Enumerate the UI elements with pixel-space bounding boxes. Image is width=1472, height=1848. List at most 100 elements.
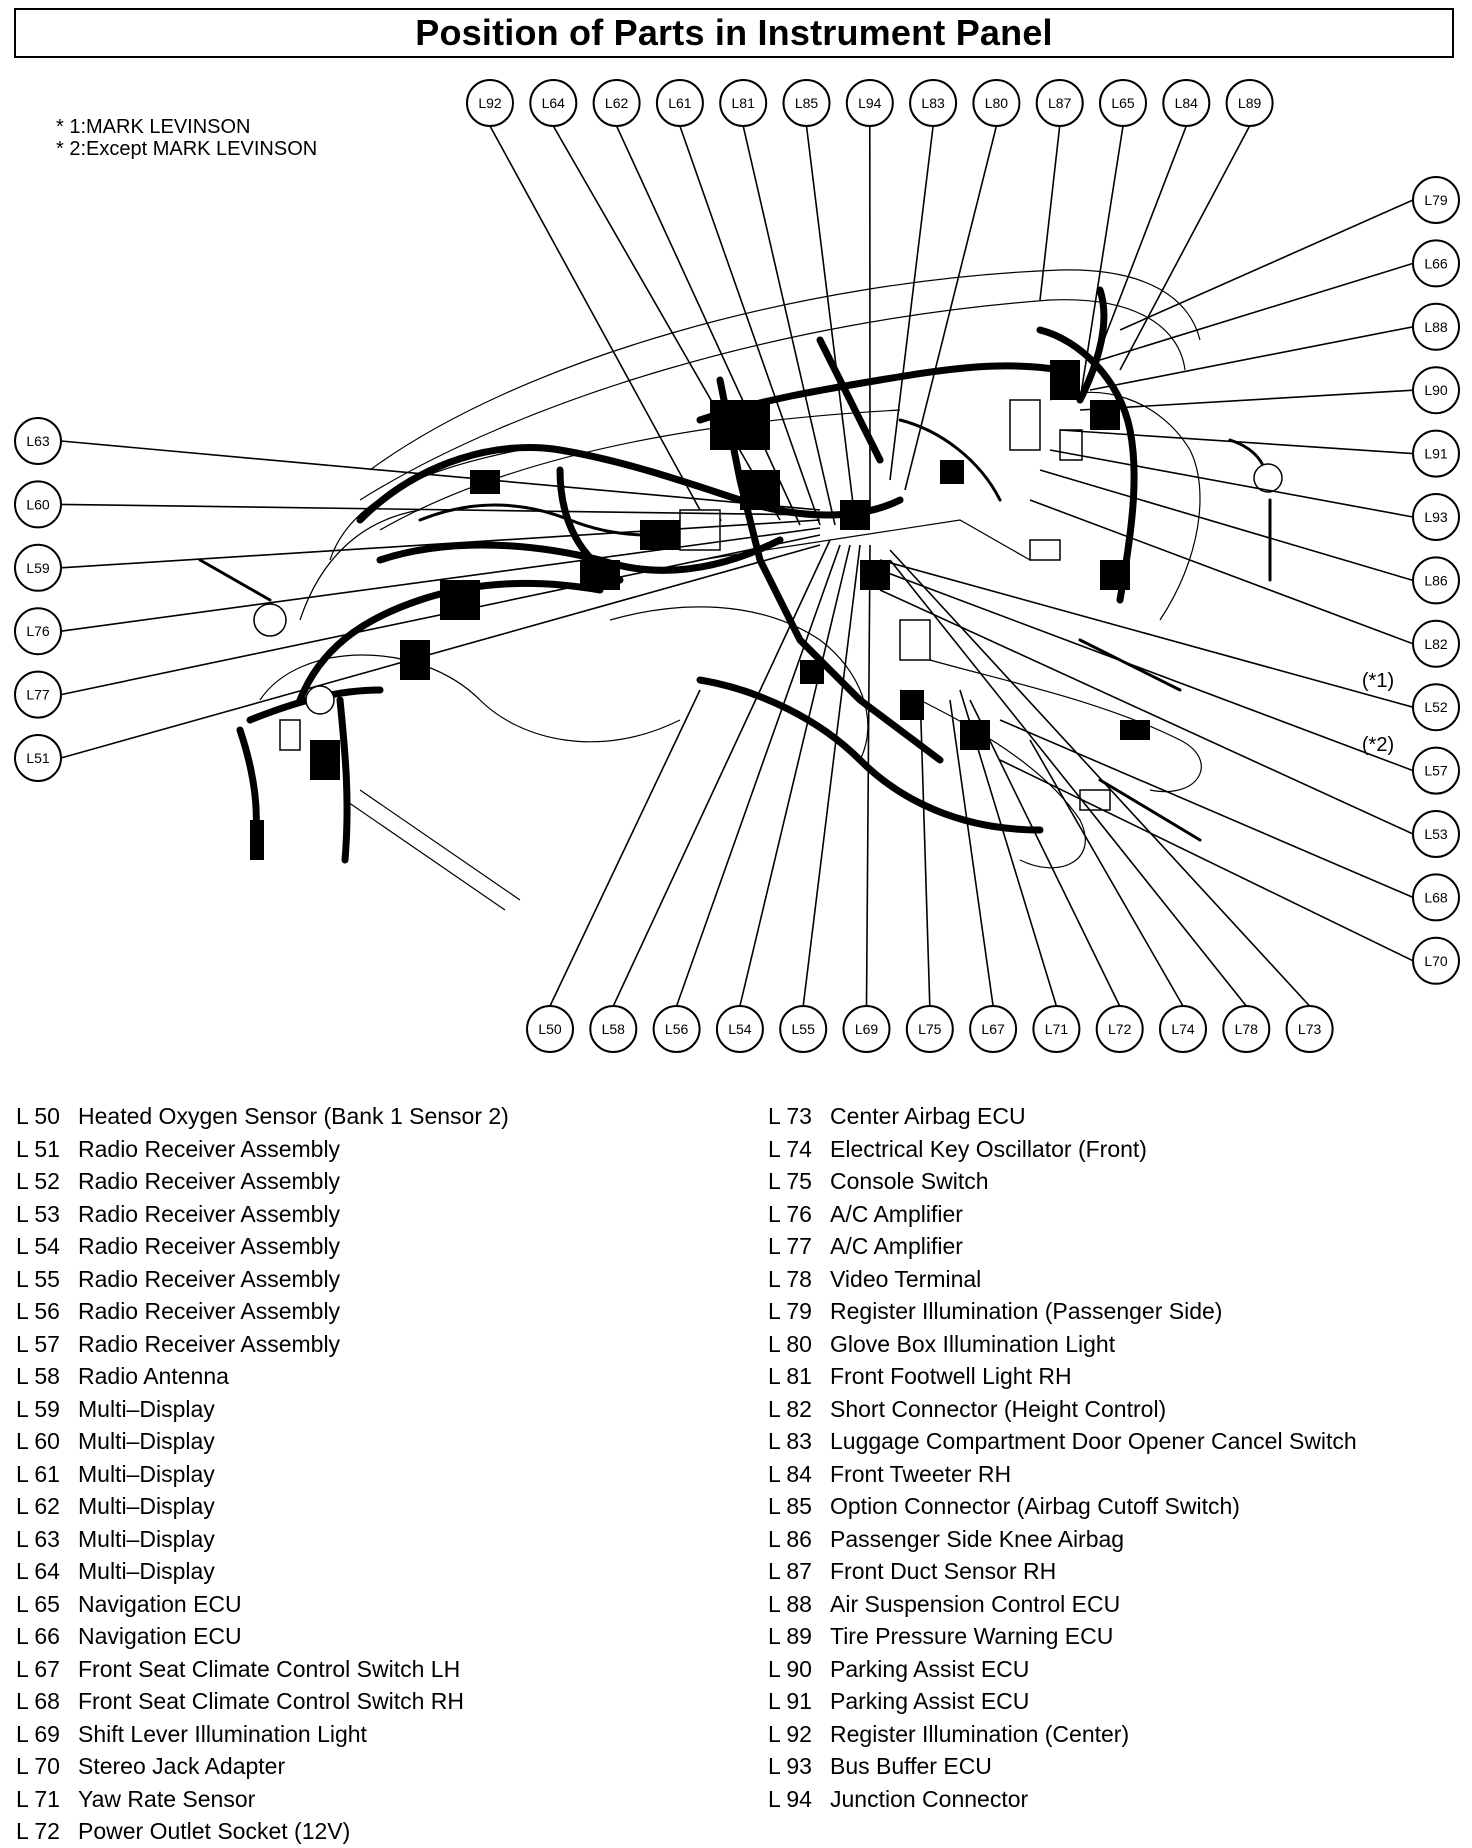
- legend-code: L 51: [16, 1133, 78, 1166]
- leader-line: [743, 126, 835, 525]
- legend-code: L 69: [16, 1718, 78, 1751]
- callout-l57: L57: [1413, 748, 1459, 794]
- leader-line: [550, 690, 700, 1006]
- legend-part-name: Parking Assist ECU: [830, 1653, 1029, 1686]
- callout-label: L57: [1424, 763, 1448, 779]
- callout-l64: L64: [530, 80, 576, 126]
- legend-code: L 64: [16, 1555, 78, 1588]
- legend-part-name: Radio Receiver Assembly: [78, 1165, 340, 1198]
- callout-label: L64: [542, 95, 566, 111]
- legend-part-name: Parking Assist ECU: [830, 1685, 1029, 1718]
- legend-part-name: Bus Buffer ECU: [830, 1750, 992, 1783]
- legend-part-name: Radio Receiver Assembly: [78, 1328, 340, 1361]
- callout-l67: L67: [970, 1006, 1016, 1052]
- legend-code: L 93: [768, 1750, 830, 1783]
- callout-label: L92: [478, 95, 502, 111]
- callout-l82: L82: [1413, 621, 1459, 667]
- legend-code: L 66: [16, 1620, 78, 1653]
- legend-code: L 61: [16, 1458, 78, 1491]
- legend-part-name: Register Illumination (Center): [830, 1718, 1129, 1751]
- callout-l69: L69: [844, 1006, 890, 1052]
- legend-code: L 60: [16, 1425, 78, 1458]
- legend-code: L 88: [768, 1588, 830, 1621]
- legend-part-name: Front Tweeter RH: [830, 1458, 1011, 1491]
- legend-code: L 81: [768, 1360, 830, 1393]
- callout-label: L82: [1424, 636, 1448, 652]
- legend-code: L 92: [768, 1718, 830, 1751]
- legend-code: L 68: [16, 1685, 78, 1718]
- legend-part-name: Heated Oxygen Sensor (Bank 1 Sensor 2): [78, 1100, 509, 1133]
- callout-l85: L85: [784, 80, 830, 126]
- legend-part-name: Shift Lever Illumination Light: [78, 1718, 367, 1751]
- legend-part-name: Luggage Compartment Door Opener Cancel S…: [830, 1425, 1357, 1458]
- legend-code: L 57: [16, 1328, 78, 1361]
- legend-part-name: Radio Receiver Assembly: [78, 1230, 340, 1263]
- callout-l54: L54: [717, 1006, 763, 1052]
- leader-line: [890, 126, 933, 480]
- legend-code: L 86: [768, 1523, 830, 1556]
- leader-line: [553, 126, 780, 520]
- callout-label: L86: [1424, 572, 1448, 588]
- callout-label: L66: [1424, 255, 1448, 271]
- legend-part-name: Front Seat Climate Control Switch LH: [78, 1653, 460, 1686]
- legend-code: L 94: [768, 1783, 830, 1816]
- legend-code: L 80: [768, 1328, 830, 1361]
- callout-label: L87: [1048, 95, 1072, 111]
- legend-code: L 55: [16, 1263, 78, 1296]
- callout-label: L52: [1424, 699, 1448, 715]
- legend-code: L 59: [16, 1393, 78, 1426]
- legend-part-name: Center Airbag ECU: [830, 1100, 1026, 1133]
- legend-part-name: Option Connector (Airbag Cutoff Switch): [830, 1490, 1240, 1523]
- legend-part-name: Radio Receiver Assembly: [78, 1295, 340, 1328]
- leader-line: [61, 535, 820, 695]
- callout-label: L77: [26, 687, 50, 703]
- legend-part-name: Video Terminal: [830, 1263, 981, 1296]
- callout-label: L73: [1298, 1021, 1322, 1037]
- callout-l87: L87: [1037, 80, 1083, 126]
- callout-l74: L74: [1160, 1006, 1206, 1052]
- leader-line: [807, 126, 856, 520]
- callout-label: L78: [1235, 1021, 1259, 1037]
- callout-label: L76: [26, 623, 50, 639]
- leader-line: [803, 545, 860, 1006]
- callout-l91: L91: [1413, 431, 1459, 477]
- legend-code: L 67: [16, 1653, 78, 1686]
- callout-l56: L56: [654, 1006, 700, 1052]
- callout-l63: L63: [15, 418, 61, 464]
- legend-code: L 58: [16, 1360, 78, 1393]
- legend-code: L 91: [768, 1685, 830, 1718]
- legend-part-name: Multi–Display: [78, 1555, 215, 1588]
- leader-line: [920, 690, 930, 1006]
- legend-part-name: Electrical Key Oscillator (Front): [830, 1133, 1147, 1166]
- legend-part-name: Air Suspension Control ECU: [830, 1588, 1120, 1621]
- callout-l50: L50: [527, 1006, 573, 1052]
- side-note-1: (*1): [1362, 670, 1394, 692]
- legend-part-name: Radio Receiver Assembly: [78, 1133, 340, 1166]
- leader-line: [1100, 126, 1186, 350]
- leader-line: [490, 126, 700, 510]
- callout-l75: L75: [907, 1006, 953, 1052]
- callout-l80: L80: [973, 80, 1019, 126]
- callout-l73: L73: [1287, 1006, 1333, 1052]
